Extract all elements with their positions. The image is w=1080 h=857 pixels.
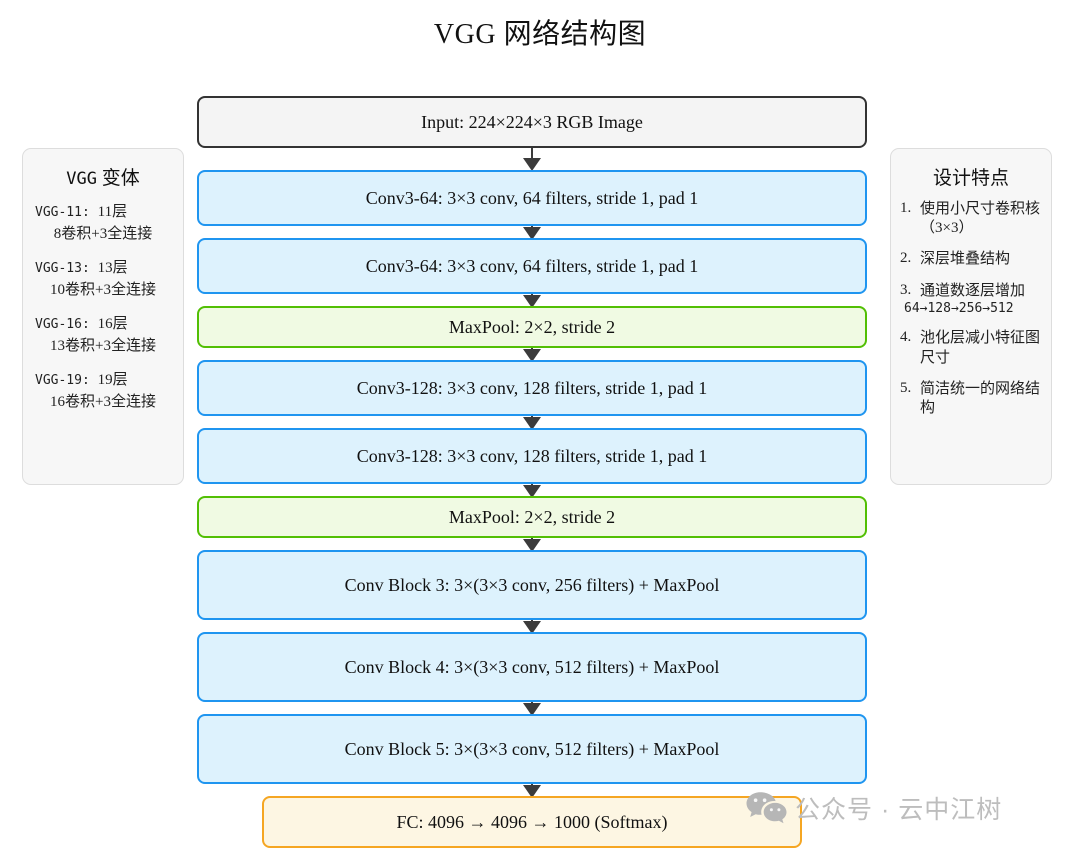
flow-arrow [197, 148, 867, 171]
variant-name: VGG-19: [35, 373, 90, 388]
variant-item: VGG-13: 13层 10卷积+3全连接 [23, 256, 183, 299]
feature-item: 5. 简洁统一的网络结构 [891, 380, 1051, 418]
flow-node-input: Input: 224×224×3 RGB Image [197, 96, 867, 148]
variant-detail: 8卷积+3全连接 [53, 226, 153, 242]
feature-text: 池化层减小特征图尺寸 [920, 330, 1041, 366]
feature-item: 3. 通道数逐层增加 64→128→256→512 [891, 282, 1051, 318]
flow-arrow [197, 702, 867, 716]
arrow-head-icon [523, 621, 541, 634]
feature-text-wrap: 通道数逐层增加 64→128→256→512 [904, 282, 1026, 318]
variant-name: VGG-16: [35, 317, 90, 332]
flow-node-conv3-64-a: Conv3-64: 3×3 conv, 64 filters, stride 1… [197, 170, 867, 226]
vgg-variants-title-cn: 变体 [101, 168, 140, 189]
vgg-architecture-flowchart: Input: 224×224×3 RGB Image Conv3-64: 3×3… [197, 96, 867, 848]
flow-node-conv-block-4: Conv Block 4: 3×(3×3 conv, 512 filters) … [197, 632, 867, 702]
arrow-stem [530, 148, 534, 161]
flow-arrow [197, 784, 867, 798]
feature-channel-progression: 64→128→256→512 [904, 300, 1014, 316]
variant-layers: 11层 [97, 204, 128, 220]
flow-node-conv3-128-b: Conv3-128: 3×3 conv, 128 filters, stride… [197, 428, 867, 484]
flow-node-conv-block-3: Conv Block 3: 3×(3×3 conv, 256 filters) … [197, 550, 867, 620]
vgg-variants-panel: VGG 变体 VGG-11: 11层 8卷积+3全连接 VGG-13: 13层 … [22, 148, 184, 485]
arrow-head-icon [523, 227, 541, 240]
variant-item: VGG-16: 16层 13卷积+3全连接 [23, 312, 183, 355]
arrow-head-icon [523, 785, 541, 798]
arrow-head-icon [523, 295, 541, 308]
flow-node-conv-block-5: Conv Block 5: 3×(3×3 conv, 512 filters) … [197, 714, 867, 784]
vgg-variants-title-mono: VGG [66, 169, 97, 189]
feature-text: 通道数逐层增加 [920, 282, 1026, 299]
arrow-head-icon [523, 539, 541, 552]
feature-item: 1. 使用小尺寸卷积核（3×3） [891, 200, 1051, 238]
variant-name-line: VGG-13: 13层 [31, 256, 175, 277]
variant-name: VGG-11: [35, 205, 90, 220]
variant-item: VGG-19: 19层 16卷积+3全连接 [23, 368, 183, 411]
flow-arrow [197, 620, 867, 634]
design-features-panel: 设计特点 1. 使用小尺寸卷积核（3×3） 2. 深层堆叠结构 3. 通道数逐层… [890, 148, 1052, 485]
variant-layers: 19层 [97, 372, 128, 388]
vgg-variants-title: VGG 变体 [23, 163, 183, 190]
arrow-head-icon [523, 158, 541, 171]
flow-node-maxpool-2: MaxPool: 2×2, stride 2 [197, 496, 867, 538]
flow-arrow [197, 538, 867, 552]
feature-number: 1. [900, 200, 912, 216]
flow-arrow [197, 294, 867, 308]
flow-node-fc: FC: 4096 → 4096 → 1000 (Softmax) [262, 796, 802, 848]
flow-arrow [197, 226, 867, 240]
arrow-head-icon [523, 349, 541, 362]
flow-arrow [197, 484, 867, 498]
variant-name-line: VGG-19: 19层 [31, 368, 175, 389]
variant-item: VGG-11: 11层 8卷积+3全连接 [23, 200, 183, 243]
feature-text: 使用小尺寸卷积核（3×3） [920, 201, 1041, 237]
flow-fc-row: FC: 4096 → 4096 → 1000 (Softmax) [197, 796, 867, 848]
feature-number: 5. [900, 379, 912, 396]
feature-item: 4. 池化层减小特征图尺寸 [891, 329, 1051, 367]
feature-number: 2. [900, 250, 912, 267]
feature-number: 4. [900, 329, 912, 346]
feature-item: 2. 深层堆叠结构 [891, 250, 1051, 269]
flow-node-conv3-64-b: Conv3-64: 3×3 conv, 64 filters, stride 1… [197, 238, 867, 294]
flow-node-maxpool-1: MaxPool: 2×2, stride 2 [197, 306, 867, 348]
variant-detail: 10卷积+3全连接 [50, 282, 156, 298]
variant-detail: 16卷积+3全连接 [50, 394, 156, 410]
page-title: VGG 网络结构图 [433, 19, 647, 50]
feature-text: 深层堆叠结构 [920, 251, 1011, 268]
arrow-head-icon [523, 485, 541, 498]
arrow-head-icon [523, 417, 541, 430]
variant-name-line: VGG-11: 11层 [31, 200, 175, 221]
flow-node-conv3-128-a: Conv3-128: 3×3 conv, 128 filters, stride… [197, 360, 867, 416]
variant-detail: 13卷积+3全连接 [50, 338, 156, 354]
variant-layers: 16层 [97, 316, 128, 332]
variant-layers: 13层 [97, 260, 128, 276]
variant-name-line: VGG-16: 16层 [31, 312, 175, 333]
arrow-head-icon [523, 703, 541, 716]
flow-arrow [197, 416, 867, 430]
flow-arrow [197, 348, 867, 362]
feature-text: 简洁统一的网络结构 [920, 380, 1041, 416]
design-features-title: 设计特点 [932, 168, 1009, 189]
variant-name: VGG-13: [35, 261, 90, 276]
feature-number: 3. [900, 281, 912, 298]
